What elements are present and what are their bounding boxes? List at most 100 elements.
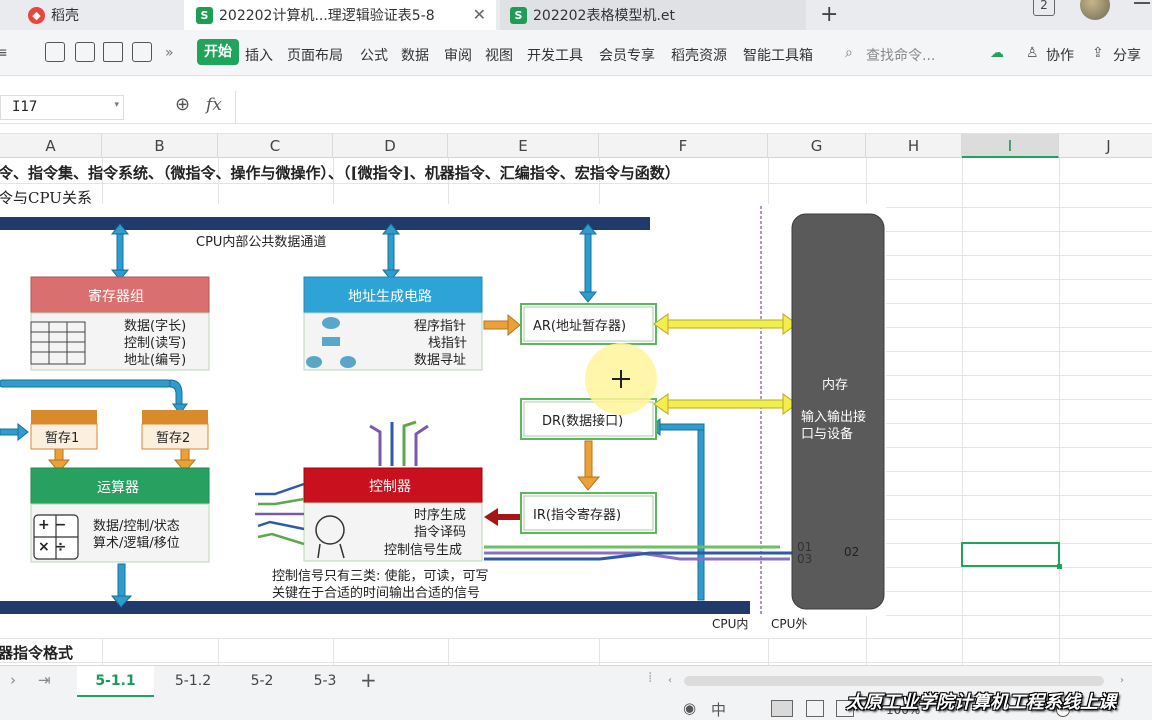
name-box[interactable]: I17 ▾	[0, 95, 124, 120]
document-tab-bar: ◆ 稻壳 S 202202计算机...理逻辑验证表5-8 ✕ S 202202表…	[0, 0, 1152, 30]
sheet-tab-bar: › ⇥ 5-1.1 5-1.2 5-2 5-3 + ⁞ ‹ ›	[0, 665, 1152, 697]
menu-insert[interactable]: 插入	[245, 48, 273, 64]
controller-line-1: 时序生成	[414, 508, 467, 523]
close-tab-icon[interactable]: ✕	[472, 5, 486, 24]
column-header-a[interactable]: A	[0, 134, 102, 158]
formula-bar: I17 ▾ ⊕ fx	[0, 91, 1152, 124]
zoom-slider-handle[interactable]	[1056, 703, 1070, 717]
column-header-b[interactable]: B	[102, 134, 218, 158]
menu-view[interactable]: 视图	[485, 48, 513, 64]
cpu-diagram-image[interactable]: CPU内部公共数据通道 寄存器组 数据(字长) 控制(读写) 地址(编号) 地址…	[0, 204, 886, 631]
search-command-input[interactable]: 查找命令...	[866, 48, 936, 64]
column-header-e[interactable]: E	[448, 134, 599, 158]
signal-note-1: 控制信号只有三类: 使能，可读，可写	[272, 569, 489, 584]
add-sheet-icon[interactable]: +	[360, 668, 377, 692]
new-tab-plus-icon[interactable]: +	[820, 2, 839, 27]
tab-daoke[interactable]: ◆ 稻壳	[28, 0, 178, 30]
input-method-icon[interactable]: 中	[711, 701, 727, 719]
registers-line-1: 数据(字长)	[124, 319, 187, 334]
share-button[interactable]: 分享	[1113, 48, 1141, 64]
sheet-nav-last-icon[interactable]: ⇥	[38, 671, 51, 689]
address-gen-title: 地址生成电路	[348, 289, 432, 305]
menu-smart-toolbox[interactable]: 智能工具箱	[743, 48, 813, 64]
column-header-d[interactable]: D	[333, 134, 448, 158]
selected-cell-i17[interactable]	[961, 542, 1062, 569]
page-break-view-icon[interactable]	[836, 700, 854, 717]
ar-register-label: AR(地址暂存器)	[533, 319, 627, 334]
instruction-format-cell[interactable]: 器指令格式	[0, 644, 74, 662]
minimize-icon[interactable]	[1134, 2, 1150, 4]
menu-review[interactable]: 审阅	[444, 48, 472, 64]
controller-line-3: 控制信号生成	[384, 543, 463, 558]
tab-document-2[interactable]: S 202202表格模型机.et	[500, 0, 806, 30]
collab-icon: ♙	[1026, 45, 1039, 61]
column-header-f[interactable]: F	[599, 134, 768, 158]
temp1-label: 暂存1	[45, 431, 80, 446]
zoom-level[interactable]: 100%	[886, 703, 921, 717]
fill-handle[interactable]	[1057, 564, 1062, 569]
sheet-tab-5-1-2[interactable]: 5-1.2	[174, 673, 212, 689]
subtitle-cell-text[interactable]: 令与CPU关系	[0, 189, 92, 207]
registers-line-3: 地址(编号)	[124, 353, 187, 368]
collab-button[interactable]: 协作	[1046, 48, 1074, 64]
sheet-nav-next-icon[interactable]: ›	[10, 671, 16, 689]
math-operators-icon: + −	[38, 517, 67, 533]
sheet-tab-5-1-1[interactable]: 5-1.1	[77, 666, 154, 697]
horizontal-scrollbar[interactable]	[684, 676, 1104, 686]
menu-daoke-resources[interactable]: 稻壳资源	[671, 48, 727, 64]
tab-label: 202202计算机...理逻辑验证表5-8	[219, 8, 435, 24]
menu-icon[interactable]: ≡	[0, 45, 8, 61]
scroll-divider[interactable]: ⁞	[648, 670, 653, 686]
cell-reference: I17	[12, 99, 38, 115]
eye-protection-icon[interactable]: ◉	[683, 699, 697, 717]
controller-line-2: 指令译码	[414, 525, 467, 540]
avatar[interactable]	[1080, 0, 1110, 20]
function-icon[interactable]: fx	[206, 95, 222, 115]
alu-line-2: 算术/逻辑/移位	[93, 536, 180, 551]
normal-view-icon[interactable]	[771, 700, 793, 717]
column-header-h[interactable]: H	[866, 134, 962, 158]
registers-line-2: 控制(读写)	[124, 336, 187, 351]
menu-formula[interactable]: 公式	[360, 48, 388, 64]
title-cell-text[interactable]: 令、指令集、指令系统、（微指令、操作与微操作）、（[微指令]、机器指令、汇编指令…	[0, 164, 680, 182]
more-chevron-icon[interactable]: »	[165, 45, 174, 61]
menu-member[interactable]: 会员专享	[599, 48, 655, 64]
scroll-right-icon[interactable]: ›	[1120, 675, 1124, 686]
page-layout-view-icon[interactable]	[806, 700, 824, 717]
signal-01-label: 01	[797, 540, 813, 554]
ir-register-label: IR(指令寄存器)	[533, 508, 622, 523]
export-icon[interactable]	[75, 42, 95, 62]
address-gen-line-1: 程序指针	[414, 319, 467, 334]
column-header-j[interactable]: J	[1059, 134, 1152, 158]
cloud-sync-icon[interactable]: ☁	[990, 45, 1004, 61]
dr-register-label: DR(数据接口)	[542, 414, 624, 429]
menu-dev-tools[interactable]: 开发工具	[527, 48, 583, 64]
scroll-left-icon[interactable]: ‹	[668, 675, 672, 686]
search-icon[interactable]: ⌕	[845, 45, 853, 61]
cpu-inside-label: CPU内	[712, 617, 749, 631]
bus-label: CPU内部公共数据通道	[196, 235, 327, 250]
column-header-i[interactable]: I	[962, 134, 1059, 158]
sheet-tab-5-2[interactable]: 5-2	[250, 673, 274, 689]
window-count-badge[interactable]: 2	[1033, 0, 1055, 16]
signal-02-label: 02	[844, 545, 860, 559]
signal-03-label: 03	[797, 552, 813, 566]
print-icon[interactable]	[103, 42, 123, 62]
menu-page-layout[interactable]: 页面布局	[287, 48, 343, 64]
chevron-down-icon[interactable]: ▾	[114, 100, 119, 110]
column-header-c[interactable]: C	[218, 134, 333, 158]
tab-active-document[interactable]: S 202202计算机...理逻辑验证表5-8 ✕	[184, 0, 496, 30]
daoke-icon: ◆	[28, 6, 45, 24]
bottom-data-bus	[0, 601, 750, 614]
controller-title: 控制器	[369, 479, 411, 495]
save-icon[interactable]	[45, 42, 65, 62]
formula-input[interactable]	[235, 91, 1152, 123]
cpu-diagram-svg	[0, 206, 885, 616]
print-preview-icon[interactable]	[132, 42, 152, 62]
sheet-tab-5-3[interactable]: 5-3	[313, 673, 337, 689]
column-header-g[interactable]: G	[768, 134, 866, 158]
move-cursor-icon	[612, 370, 630, 388]
zoom-formula-icon[interactable]: ⊕	[175, 94, 191, 115]
menu-data[interactable]: 数据	[401, 48, 429, 64]
tab-start[interactable]: 开始	[197, 39, 239, 65]
